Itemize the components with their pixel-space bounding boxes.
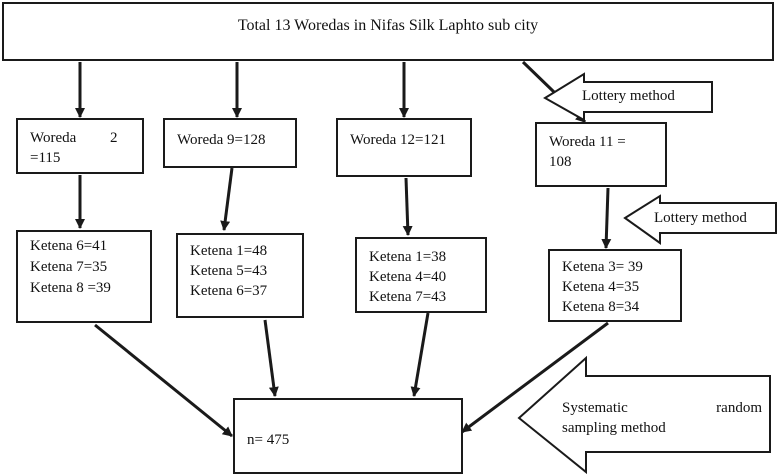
total-sample-box: n= 475 (233, 398, 463, 474)
woreda-12-line-1: Woreda 12=121 (350, 132, 446, 148)
total-woredas-box: Total 13 Woredas in Nifas Silk Laphto su… (2, 2, 774, 61)
systematic-method-label: Systematic random sampling method (562, 398, 762, 438)
ketena-w11-box: Ketena 3= 39 Ketena 4=35 Ketena 8=34 (548, 249, 682, 322)
systematic-word: Systematic (562, 400, 628, 416)
lottery-method-label-2: Lottery method (654, 210, 747, 226)
ketena-w2-line-2: Ketena 7=35 (30, 259, 108, 275)
ketena-w12-line-2: Ketena 4=40 (369, 269, 447, 285)
woreda-2-line-1: Woreda 2 (30, 130, 118, 146)
random-word: random (716, 400, 762, 416)
arrow-woreda-11-to-ketena (601, 187, 612, 249)
ketena-w2-line-3: Ketena 8 =39 (30, 280, 111, 296)
ketena-w2-line-1: Ketena 6=41 (30, 238, 108, 254)
total-woredas-title: Total 13 Woredas in Nifas Silk Laphto su… (237, 17, 539, 34)
arrow-ketena-12-to-total (410, 312, 430, 397)
woreda-9-line-1: Woreda 9=128 (177, 132, 266, 148)
ketena-w12-line-1: Ketena 1=38 (369, 249, 447, 265)
arrow-woreda-12-to-ketena (402, 177, 413, 236)
ketena-w9-line-2: Ketena 5=43 (190, 263, 268, 279)
woreda-12-box: Woreda 12=121 (336, 118, 472, 177)
ketena-w2-box: Ketena 6=41 Ketena 7=35 Ketena 8 =39 (16, 230, 152, 323)
woreda-11-line-2: 108 (549, 154, 572, 170)
woreda-9-box: Woreda 9=128 (163, 118, 297, 168)
ketena-w12-line-3: Ketena 7=43 (369, 289, 447, 305)
ketena-w11-line-3: Ketena 8=34 (562, 299, 640, 315)
ketena-w11-line-1: Ketena 3= 39 (562, 259, 643, 275)
arrow-ketena-9-to-total (263, 319, 279, 397)
total-sample-label: n= 475 (247, 432, 290, 448)
woreda-11-line-1: Woreda 11 = (549, 134, 626, 150)
woreda-2-box: Woreda 2 =115 (16, 118, 144, 174)
lottery-arrow-shape-1 (543, 72, 713, 122)
arrow-ketena-2-to-total (94, 323, 233, 438)
ketena-w11-line-2: Ketena 4=35 (562, 279, 640, 295)
lottery-method-label-1: Lottery method (582, 88, 675, 104)
ketena-w12-box: Ketena 1=38 Ketena 4=40 Ketena 7=43 (355, 237, 487, 313)
lottery-arrow-shape-2 (623, 194, 777, 245)
woreda-11-box: Woreda 11 = 108 (535, 122, 667, 187)
ketena-w9-line-1: Ketena 1=48 (190, 243, 268, 259)
ketena-w9-line-3: Ketena 6=37 (190, 283, 268, 299)
woreda-2-line-2: =115 (30, 150, 61, 166)
ketena-w9-box: Ketena 1=48 Ketena 5=43 Ketena 6=37 (176, 233, 304, 318)
arrow-woreda-9-to-ketena (220, 167, 234, 231)
arrow-ketena-11-to-total (461, 321, 609, 434)
sampling-method-words: sampling method (562, 420, 666, 436)
systematic-arrow-shape (517, 355, 771, 475)
